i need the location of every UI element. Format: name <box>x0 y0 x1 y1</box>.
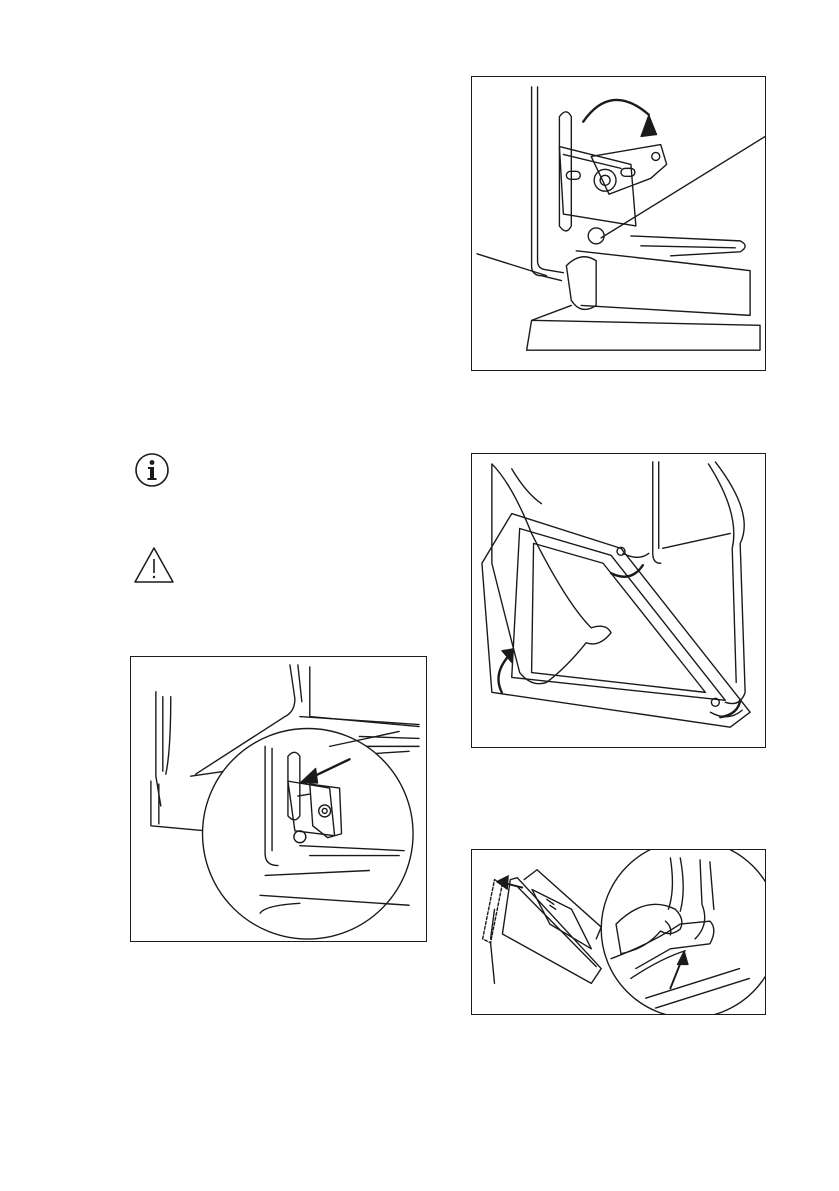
hinge-rotate-illustration <box>471 76 766 371</box>
info-icon <box>134 452 170 488</box>
glass-panel-removal-illustration <box>471 849 766 1015</box>
hinge-lever-illustration <box>130 656 427 942</box>
door-lift-illustration <box>471 453 766 748</box>
warning-triangle-icon <box>133 546 175 584</box>
